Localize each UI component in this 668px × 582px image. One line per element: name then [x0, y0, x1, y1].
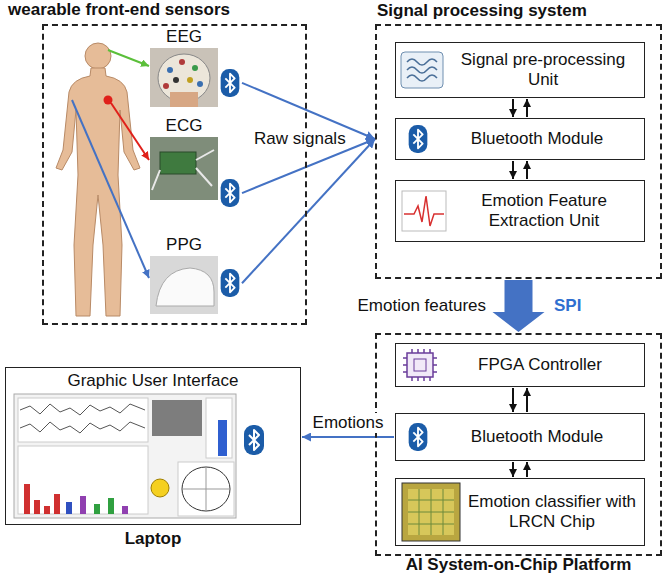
- box-heading: Laptop: [6, 529, 300, 549]
- sensor-photo: PPG: [150, 256, 242, 314]
- sensor-leaders: [72, 50, 149, 278]
- arrow-line: [526, 462, 528, 477]
- arrow-line: [512, 388, 514, 412]
- box-text: FPGA Controller: [478, 355, 602, 375]
- box-heading: EEG: [150, 28, 218, 47]
- connector: [513, 388, 527, 412]
- connector: [513, 462, 527, 477]
- arrow-line: [302, 436, 394, 438]
- arrow-line: [512, 161, 514, 179]
- process-box: Signal pre-processing Unit: [395, 42, 645, 98]
- arrow-line: [526, 99, 528, 117]
- connector: [493, 280, 545, 332]
- signal-label: Raw signals: [252, 129, 348, 149]
- box-text: Bluetooth Module: [471, 129, 603, 149]
- chip-icon: [403, 349, 437, 381]
- bus-arrow: [493, 280, 545, 332]
- box-heading: wearable front-end sensors: [8, 1, 230, 20]
- module-box: Bluetooth Module: [395, 413, 645, 461]
- box-text: Bluetooth Module: [471, 427, 603, 447]
- ppg-photo: [150, 256, 218, 314]
- box-heading: PPG: [150, 236, 218, 255]
- box-text: Signal pre-processing Unit: [448, 50, 638, 91]
- connector: [513, 99, 527, 117]
- box-heading: ECG: [150, 117, 218, 136]
- filter-icon: [401, 52, 443, 88]
- sensor-group: wearable front-end sensorsEEGECGPPG: [42, 24, 307, 325]
- ecg-icon: [402, 191, 446, 231]
- ecg-photo: [150, 137, 218, 200]
- bluetooth-icons: [221, 69, 428, 455]
- box-heading: AI System-on-Chip Platform: [377, 556, 660, 575]
- box-text: Emotion classifier with LRCN Chip: [466, 492, 638, 533]
- arrow-line: [526, 388, 528, 412]
- module-box: Bluetooth Module: [395, 118, 645, 160]
- box-text: Emotion Feature Extraction Unit: [450, 191, 638, 232]
- signal-label: Emotion features: [330, 296, 488, 316]
- controller-box: FPGA Controller: [395, 343, 645, 387]
- process-box: Emotion Feature Extraction Unit: [395, 180, 645, 242]
- connector: [302, 437, 394, 438]
- human-figure: [56, 43, 140, 316]
- edge-label: Emotions: [311, 413, 386, 433]
- eeg-photo: [150, 48, 218, 107]
- arrow-line: [242, 139, 375, 283]
- connector: [242, 139, 375, 283]
- classifier-box: Emotion classifier with LRCN Chip: [395, 478, 645, 546]
- sensor-photo: EEG: [150, 48, 242, 107]
- sensor-photo: ECG: [150, 137, 242, 200]
- arrow-line: [512, 99, 514, 117]
- system-group: Signal processing systemSignal pre-proce…: [375, 24, 662, 279]
- bus-label: SPI: [552, 296, 583, 316]
- box-heading: Signal processing system: [377, 2, 587, 21]
- gui-box: Graphic User InterfaceLaptop: [5, 367, 301, 525]
- arrow-line: [526, 161, 528, 179]
- connector: [513, 161, 527, 179]
- platform-group: AI System-on-Chip PlatformFPGA Controlle…: [375, 333, 662, 556]
- gui-screenshot: [14, 394, 236, 518]
- box-heading: Graphic User Interface: [6, 371, 300, 391]
- arrow-line: [512, 462, 514, 477]
- lrcn-die: [402, 483, 460, 541]
